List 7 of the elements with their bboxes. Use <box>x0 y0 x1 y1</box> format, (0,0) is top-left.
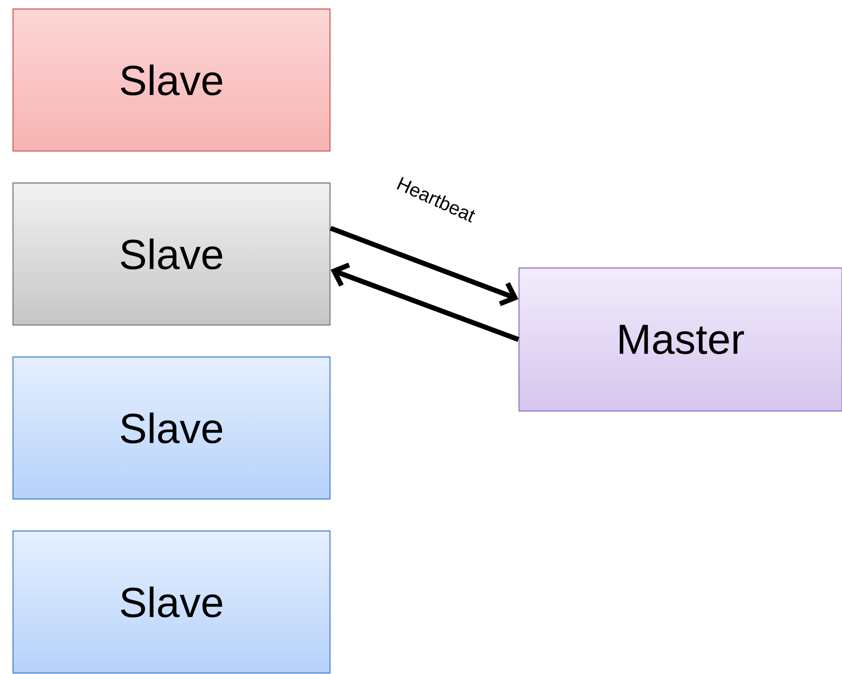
arrow <box>330 262 520 342</box>
process-box: Slave <box>12 530 331 674</box>
process-box: Slave <box>12 182 331 326</box>
process-box: Slave <box>12 356 331 500</box>
process-box: Master <box>518 267 842 412</box>
arrow <box>330 226 518 306</box>
process-box: Slave <box>12 8 331 152</box>
